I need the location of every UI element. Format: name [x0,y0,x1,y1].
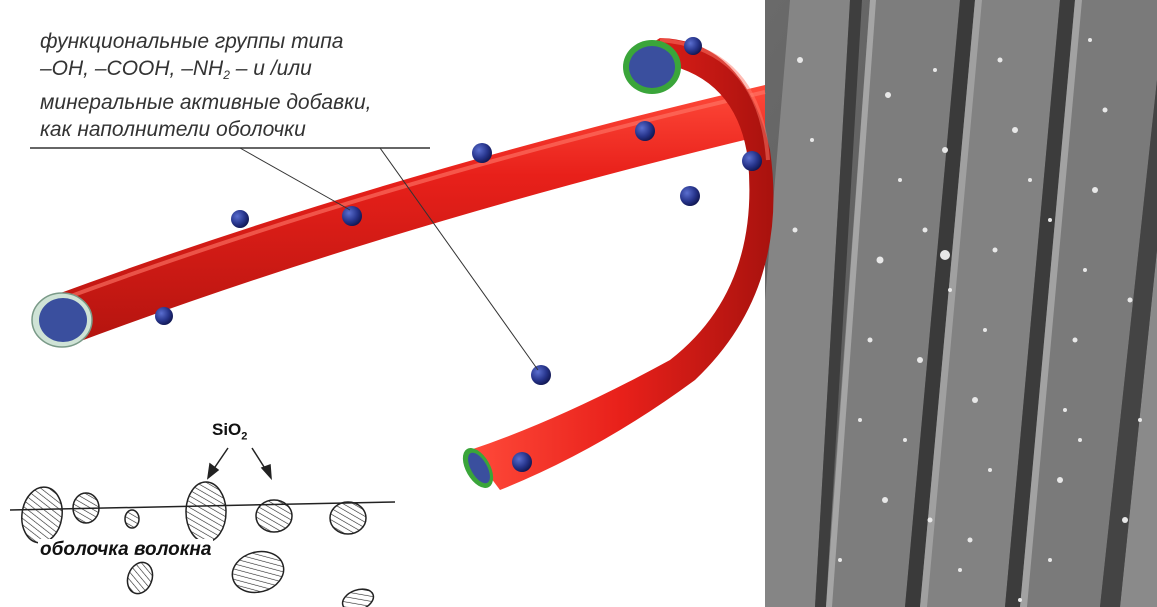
sio2-arrows [208,448,271,478]
sem-fibers [765,0,1157,607]
caption-line-1: функциональные группы типа [40,28,372,55]
bead [512,452,532,472]
bead [342,206,362,226]
sio2-main: SiO [212,420,241,439]
bead [684,37,702,55]
caption-line-4: как наполнители оболочки [40,116,372,143]
fiber-end-left [32,293,92,347]
caption-line-2-pre: –OH, –COOH, –NH [40,57,223,80]
fiber-shell-label: оболочка волокна [38,539,213,561]
bead [531,365,551,385]
functional-groups-caption: функциональные группы типа –OH, –COOH, –… [40,28,372,143]
bead [742,151,762,171]
fiber-end-top [623,40,681,94]
sio2-sketch [10,448,395,607]
caption-line-2: –OH, –COOH, –NH2 – и /или [40,55,372,89]
caption-line-2-sub: 2 [223,68,230,82]
bead [472,143,492,163]
caption-line-3: минеральные активные добавки, [40,89,372,116]
sio2-label: SiO2 [212,420,247,442]
bead [635,121,655,141]
caption-line-2-post: – и /или [230,57,312,80]
bead [231,210,249,228]
sio2-sub: 2 [241,430,247,442]
bead [680,186,700,206]
bead [155,307,173,325]
sem-micrograph [765,0,1157,607]
